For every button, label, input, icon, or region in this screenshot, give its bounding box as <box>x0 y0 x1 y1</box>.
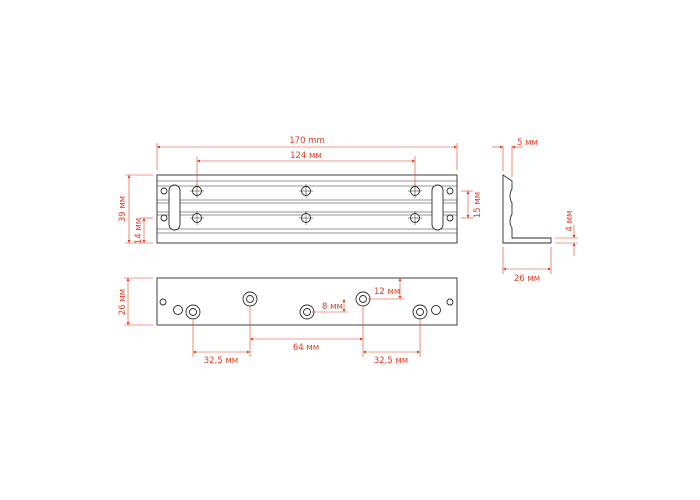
dim-profile-wall: 4 мм <box>565 211 575 232</box>
dim-slot-offset: 14 мм <box>134 218 144 244</box>
profile-outline <box>502 174 552 244</box>
edge-hole <box>160 187 168 195</box>
front-view-outline <box>156 277 458 326</box>
edge-hole <box>446 187 454 195</box>
dim-bottom-height: 26 мм <box>118 289 128 315</box>
mounting-slot-right <box>431 184 444 231</box>
edge-hole <box>160 214 168 222</box>
edge-hole <box>446 214 454 222</box>
dim-spacing-middle: 64 мм <box>293 343 319 353</box>
dim-total-length: 170 mm <box>289 136 325 146</box>
dim-profile-width: 26 мм <box>514 274 540 284</box>
top-view-outline <box>156 174 458 244</box>
mounting-slot-left <box>168 184 181 231</box>
dim-height-top: 39 мм <box>118 196 128 222</box>
top-view: 170 mm 124 мм 39 мм 14 мм 15 мм <box>118 136 483 244</box>
dim-small-offset: 8 мм <box>322 302 343 312</box>
dim-vertical-offset: 12 мм <box>374 287 400 297</box>
dim-hole-spacing: 124 мм <box>290 151 322 161</box>
side-profile: 5 мм 4 мм 26 мм <box>492 138 578 284</box>
dim-spacing-right: 32,5 мм <box>374 356 408 366</box>
counterbore-hole-group <box>173 291 441 320</box>
hole-group <box>190 184 422 225</box>
edge-hole <box>159 298 167 306</box>
dim-slot-span: 15 мм <box>473 192 483 218</box>
dim-profile-thickness: 5 мм <box>517 138 538 148</box>
dim-spacing-left: 32,5 мм <box>204 356 238 366</box>
front-view: 26 мм 12 мм 8 мм 32,5 мм 64 мм 32,5 мм <box>118 277 458 366</box>
edge-hole <box>446 298 454 306</box>
